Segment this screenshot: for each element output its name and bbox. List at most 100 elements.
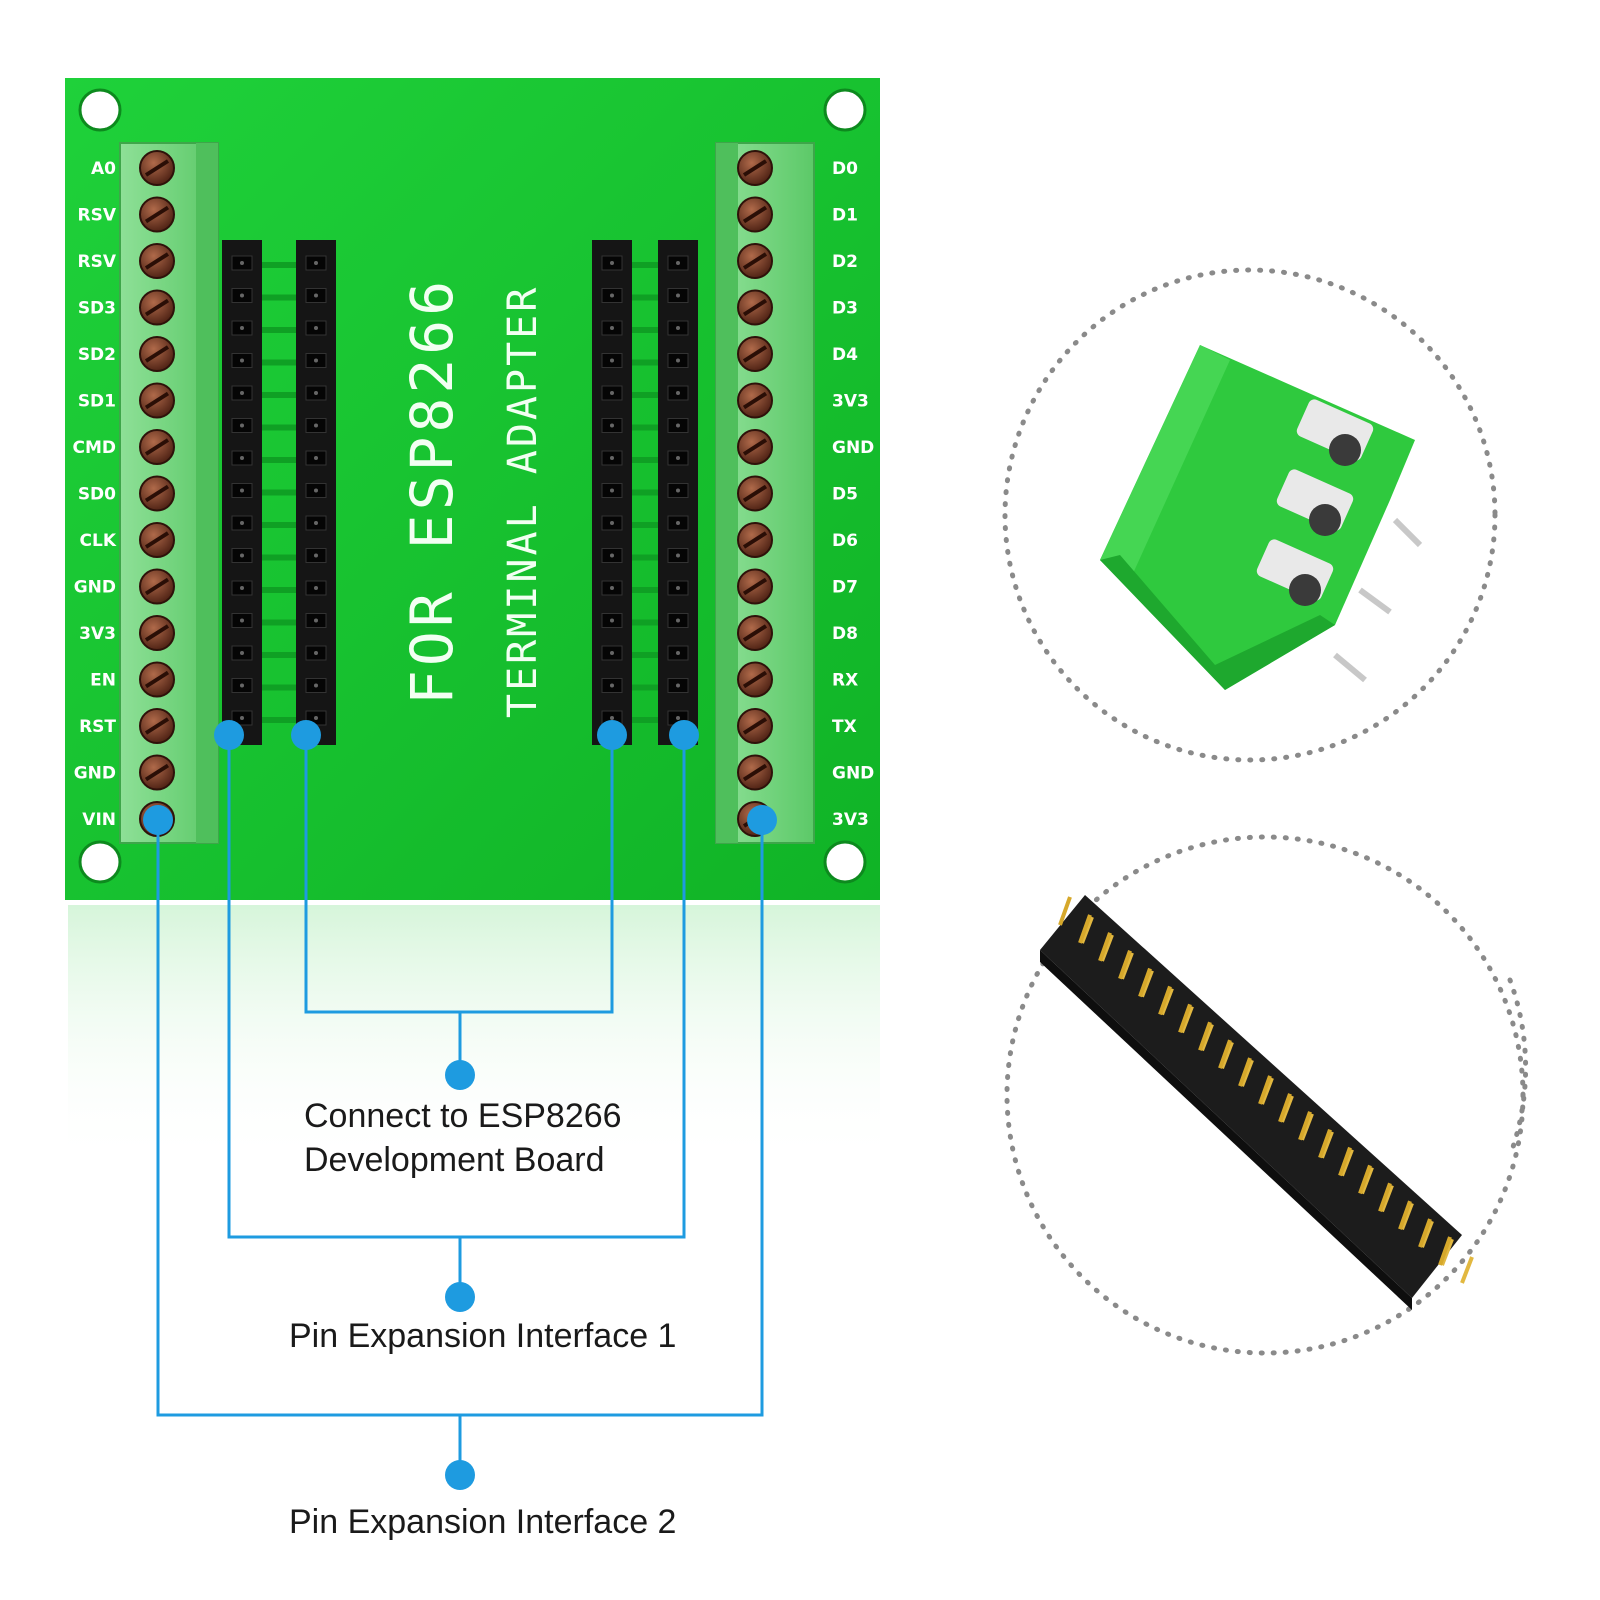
gold-pin	[1198, 1021, 1212, 1051]
left-terminal-strip	[119, 142, 219, 844]
terminal-screw	[737, 661, 773, 698]
gold-pin	[1220, 1041, 1234, 1069]
terminal-block-detail	[1002, 267, 1498, 763]
female-header-detail	[1004, 834, 1529, 1356]
pcb-trace	[632, 424, 658, 431]
terminal-screw	[139, 150, 175, 186]
terminal-screw	[737, 196, 773, 233]
terminal-screw	[737, 708, 773, 744]
gold-pin	[1140, 969, 1154, 998]
pin-label: A0	[91, 159, 116, 179]
gold-pin	[1400, 1202, 1414, 1231]
gold-pin	[1138, 967, 1152, 998]
gold-pin	[1358, 1164, 1372, 1195]
pcb-trace	[632, 392, 658, 398]
gold-pin	[1440, 1238, 1454, 1266]
terminal-screw	[139, 475, 175, 512]
gold-pin	[1120, 952, 1134, 980]
pin-label: RST	[79, 717, 116, 737]
pin-label: D1	[832, 206, 858, 226]
pcb-trace	[632, 262, 658, 268]
terminal-block-icon	[1100, 345, 1423, 690]
pin-label: 3V3	[79, 624, 116, 644]
mount-hole-top-right	[823, 88, 867, 132]
gold-pin	[1178, 1003, 1192, 1034]
gold-pin	[1240, 1059, 1254, 1087]
pin-label: SD3	[78, 299, 116, 319]
gold-pin	[1180, 1005, 1194, 1034]
terminal-screw	[139, 289, 175, 326]
gold-pin	[1100, 934, 1114, 962]
pcb-trace	[632, 619, 658, 626]
pcb-trace	[632, 522, 658, 528]
gold-pin	[1318, 1128, 1332, 1159]
pin-label: D6	[832, 531, 858, 551]
terminal-screw	[737, 382, 773, 419]
gold-pin	[1278, 1093, 1292, 1123]
pin-label: RSV	[78, 252, 117, 272]
female-header-icon	[1040, 895, 1474, 1310]
pin-label: D5	[832, 485, 858, 505]
left-pin-labels: A0RSVRSVSD3SD2SD1CMDSD0CLKGND3V3ENRSTGND…	[72, 159, 116, 830]
mount-hole-bottom-left	[78, 840, 122, 884]
pcb-trace	[262, 522, 296, 528]
pin-label: CMD	[72, 438, 116, 458]
pin-label: RSV	[78, 206, 117, 226]
gold-pin	[1080, 916, 1094, 944]
pcb-trace	[262, 619, 296, 626]
pin-label: SD0	[78, 485, 116, 505]
pcb-trace	[262, 489, 296, 496]
terminal-screw	[737, 615, 773, 651]
callout-pin-expansion-1: Pin Expansion Interface 1	[289, 1317, 677, 1355]
pcb-trace	[262, 327, 296, 333]
pcb-trace	[262, 262, 296, 268]
pin-label: D0	[832, 159, 858, 179]
gold-pin	[1320, 1131, 1334, 1159]
terminal-screw	[737, 475, 773, 512]
terminal-screw	[737, 150, 773, 186]
gold-pin	[1258, 1075, 1272, 1105]
pin-label: SD2	[78, 345, 116, 365]
gold-pin	[1160, 987, 1174, 1016]
pcb-trace	[632, 457, 658, 463]
mount-hole-top-left	[78, 88, 122, 132]
pin-label: GND	[74, 764, 116, 784]
terminal-screw	[737, 522, 773, 558]
gold-pin	[1378, 1182, 1392, 1212]
pcb-trace	[632, 717, 658, 723]
gold-pin	[1338, 1146, 1352, 1177]
gold-pin	[1360, 1166, 1374, 1195]
header-column	[592, 240, 632, 745]
pin-label: GND	[74, 578, 116, 598]
callout-pin-expansion-2: Pin Expansion Interface 2	[289, 1503, 677, 1541]
gold-pin	[1438, 1236, 1452, 1266]
pin-label: RX	[832, 671, 858, 691]
gold-pin	[1118, 950, 1132, 980]
gold-pin	[1098, 932, 1112, 962]
terminal-screw	[139, 522, 175, 558]
pin-label: GND	[832, 764, 874, 784]
gold-pin	[1218, 1039, 1232, 1069]
gold-pin	[1418, 1218, 1432, 1248]
gold-pin	[1238, 1057, 1252, 1087]
pcb-trace	[262, 457, 296, 463]
pcb-trace	[262, 717, 296, 723]
pin-label: CLK	[80, 531, 117, 551]
gold-pin	[1058, 896, 1072, 926]
callout-connect-line1: Connect to ESP8266	[304, 1097, 622, 1135]
mount-hole-bottom-right	[823, 840, 867, 884]
terminal-screw	[139, 243, 175, 279]
pin-label: D4	[832, 345, 858, 365]
terminal-screw	[139, 754, 175, 791]
pcb-trace	[262, 554, 296, 561]
pin-label: D8	[832, 624, 858, 644]
pcb-trace	[262, 684, 296, 691]
pcb-trace	[632, 554, 658, 561]
pcb-trace	[262, 294, 296, 301]
terminal-screw	[139, 429, 175, 465]
terminal-screw	[737, 289, 773, 326]
pcb-trace	[632, 684, 658, 691]
gold-pin	[1420, 1220, 1434, 1248]
